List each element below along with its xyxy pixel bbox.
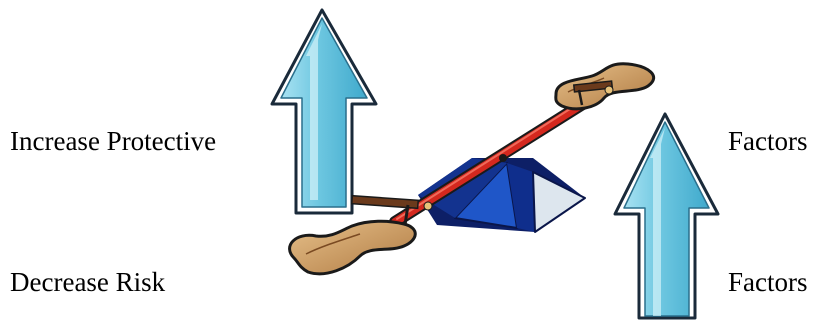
up-arrow-left-icon: [272, 10, 376, 213]
up-arrow-right-icon: [615, 114, 718, 318]
